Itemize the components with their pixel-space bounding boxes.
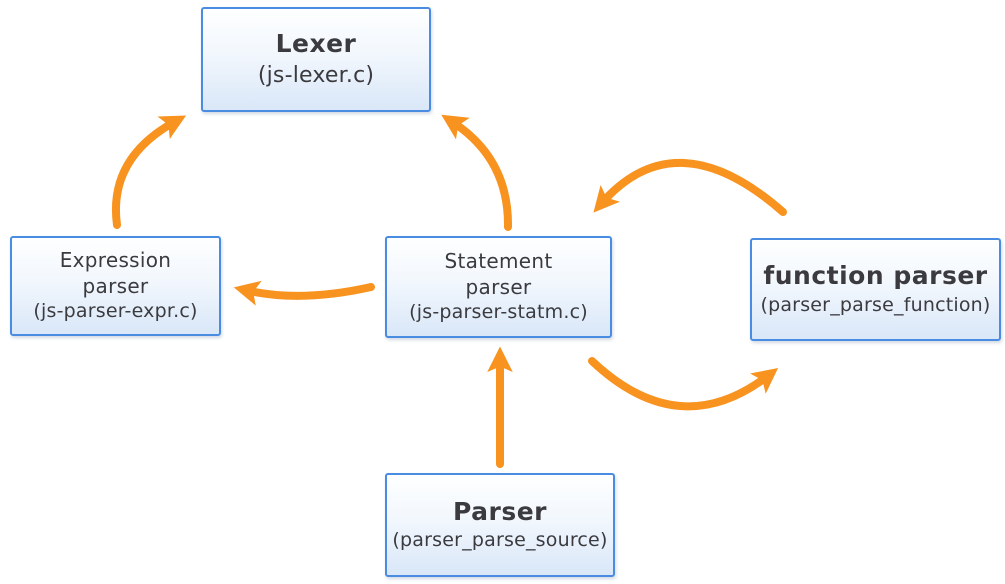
edge-function-to-statement (593, 159, 787, 216)
node-parser: Parser (parser_parse_source) (385, 473, 615, 577)
node-expression-parser-subtitle: (js-parser-expr.c) (33, 300, 198, 323)
edge-expression-to-lexer (112, 115, 187, 229)
node-expression-parser-title: Expression parser (59, 248, 172, 299)
node-statement-parser-subtitle: (js-parser-statm.c) (409, 301, 588, 324)
node-lexer-title: Lexer (275, 29, 357, 59)
node-parser-title: Parser (452, 496, 547, 526)
edge-statement-to-lexer (441, 114, 513, 231)
edge-statement-to-expression (233, 280, 375, 306)
edge-statement-to-function (588, 357, 779, 411)
node-function-parser-subtitle: (parser_parse_function) (760, 293, 991, 316)
node-expression-parser: Expression parser (js-parser-expr.c) (10, 236, 221, 336)
node-parser-subtitle: (parser_parse_source) (392, 529, 608, 552)
node-statement-parser: Statement parser (js-parser-statm.c) (385, 236, 612, 338)
node-function-parser: function parser (parser_parse_function) (750, 238, 1001, 341)
node-lexer-subtitle: (js-lexer.c) (257, 62, 375, 88)
node-statement-parser-title: Statement parser (444, 249, 553, 300)
node-lexer: Lexer (js-lexer.c) (201, 7, 431, 112)
node-function-parser-title: function parser (763, 261, 988, 291)
